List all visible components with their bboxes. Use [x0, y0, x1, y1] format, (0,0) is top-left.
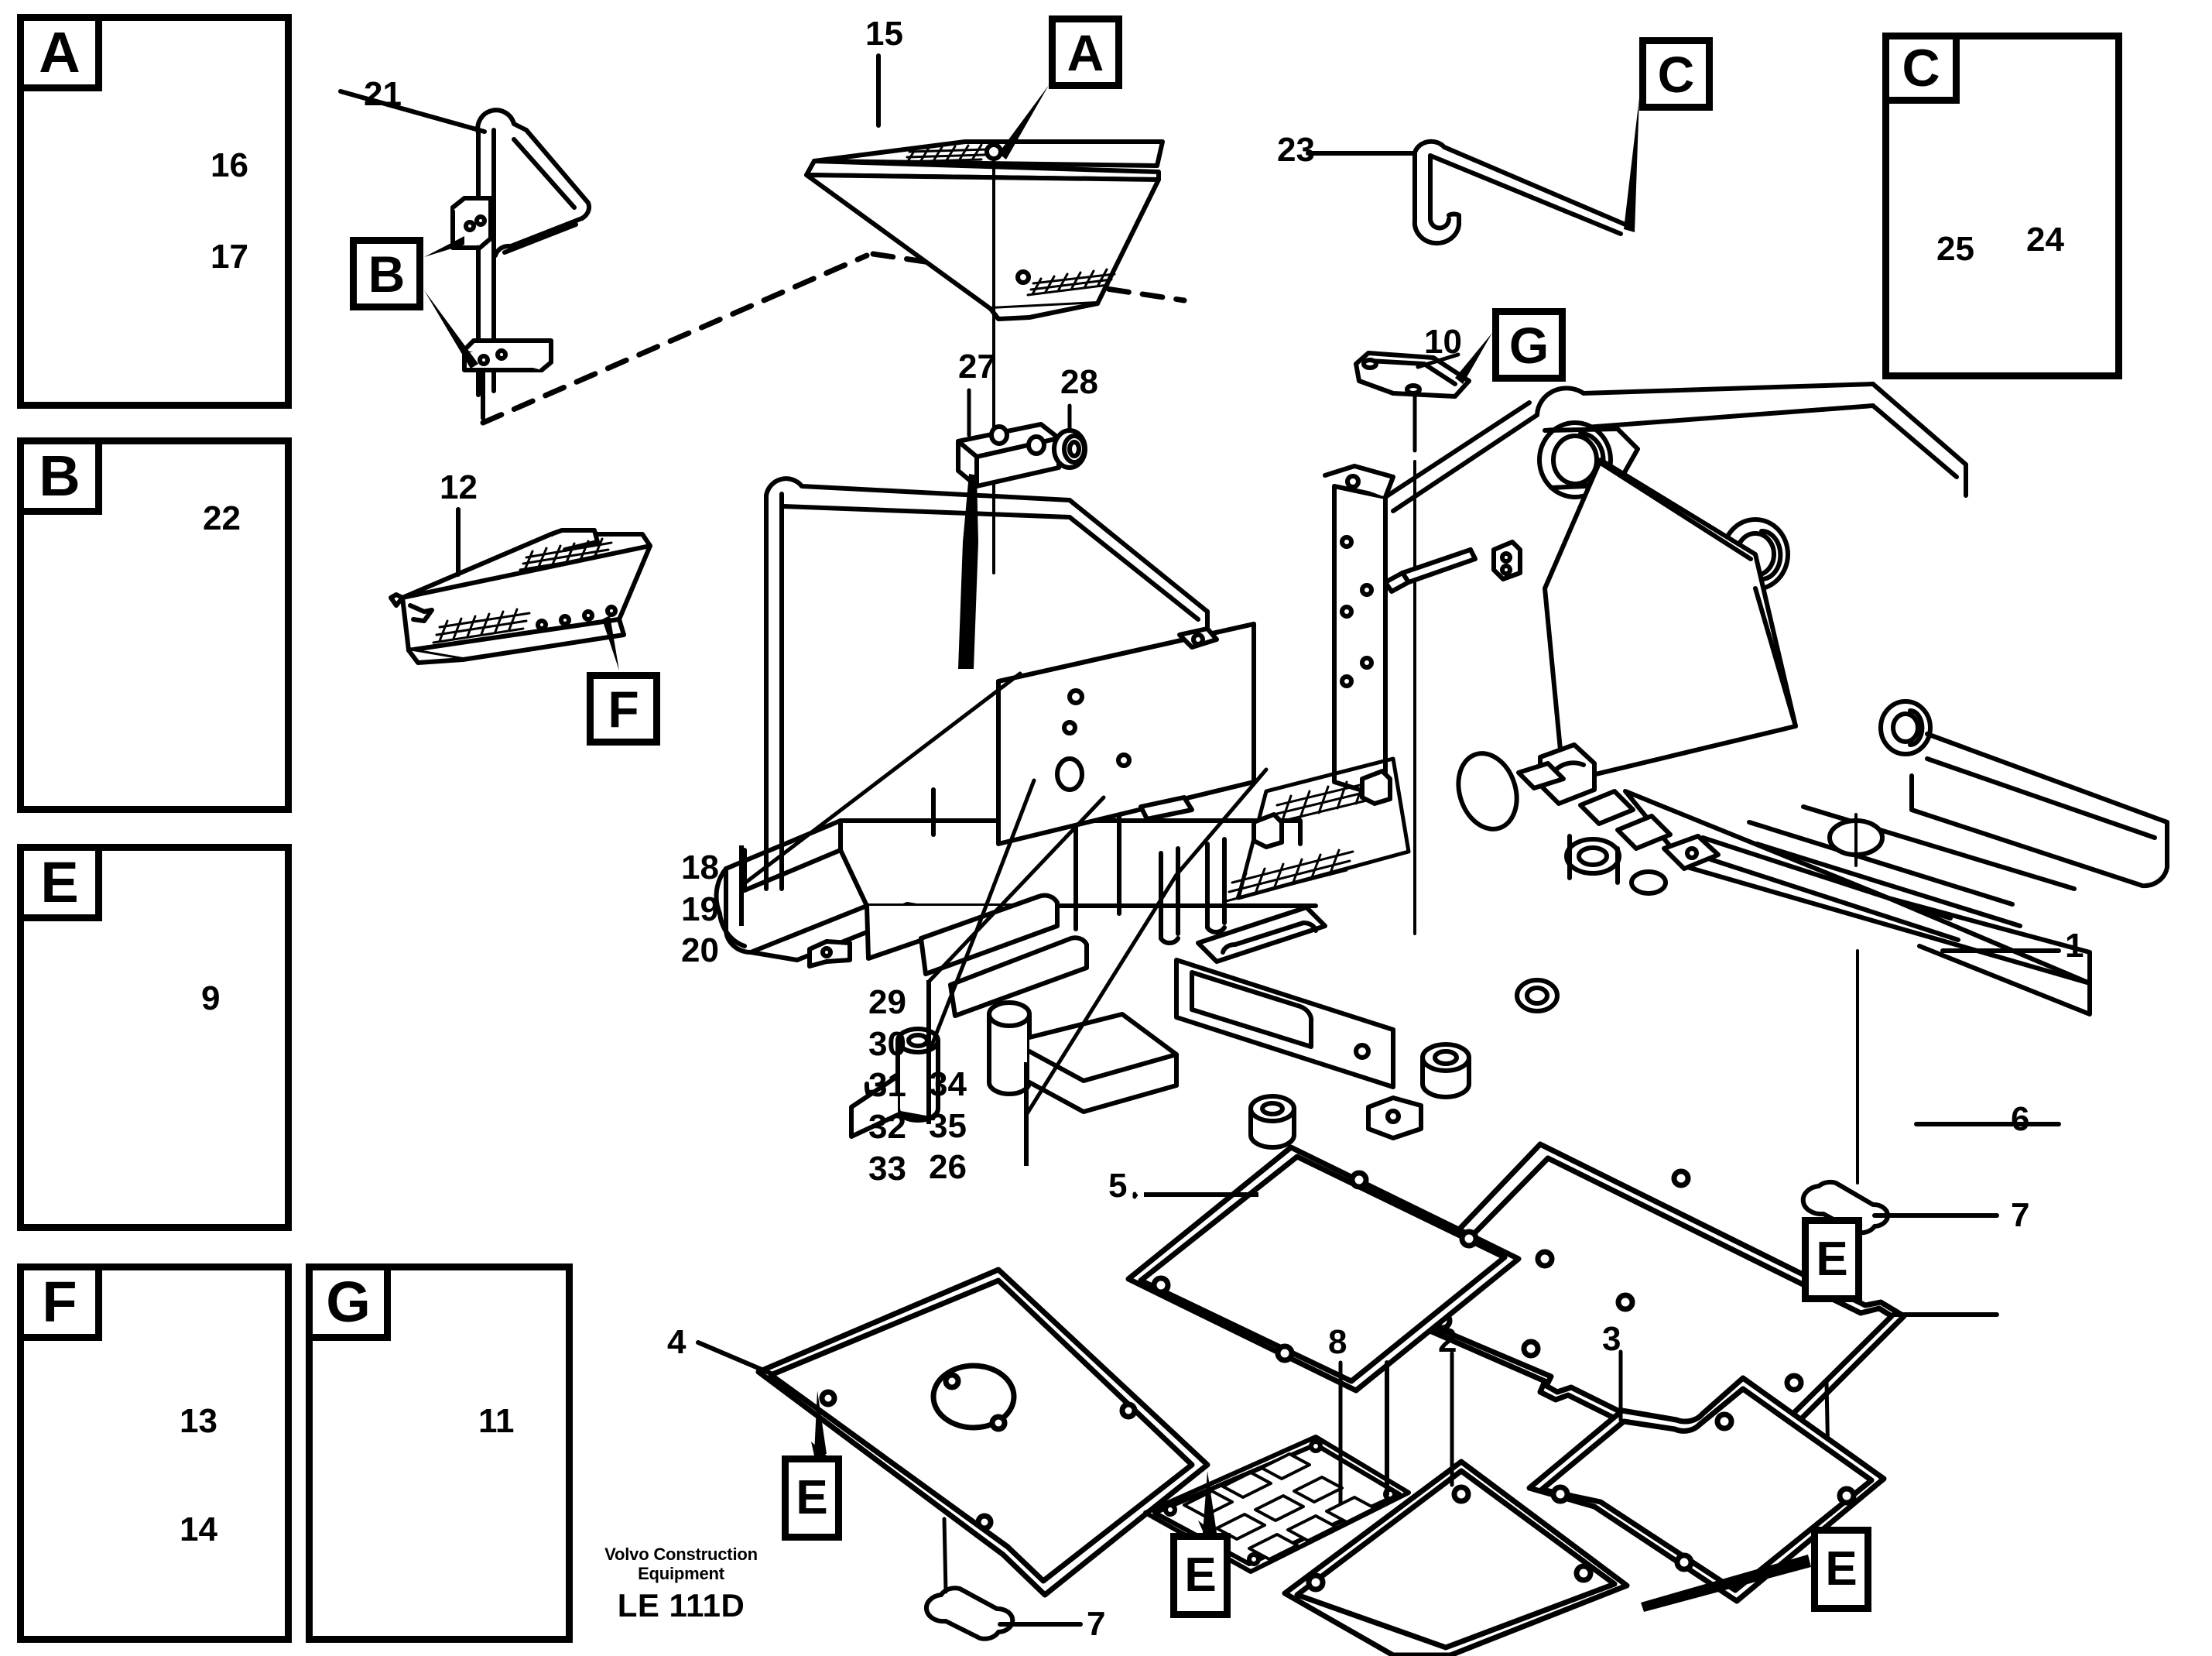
grating-step-12 — [389, 507, 652, 665]
handrail-21 — [338, 89, 592, 420]
part-number-1: 1 — [2065, 927, 2084, 965]
stack-number-34: 34 — [929, 1065, 967, 1103]
leader-e-plates23 — [1641, 1555, 1811, 1612]
cover-plate-15 — [804, 53, 1165, 574]
callout-tag-e-plates23[interactable]: E — [1811, 1527, 1871, 1612]
stack-number-31: 31 — [868, 1066, 906, 1105]
number-stack-29-33: 29 30 31 32 33 — [868, 982, 906, 1189]
detail-panel-e[interactable]: E — [17, 844, 292, 1231]
part-number-7-left: 7 — [1087, 1605, 1106, 1643]
detail-panel-e-letter: E — [17, 844, 102, 921]
callout-leader-b-lower — [424, 290, 478, 369]
part-number-13: 13 — [180, 1402, 217, 1440]
part-number-6: 6 — [2011, 1100, 2030, 1138]
cover-plate-2 — [1282, 1351, 1630, 1656]
part-number-11: 11 — [478, 1402, 515, 1440]
cover-plate-5 — [1125, 1144, 1522, 1394]
stack-number-18: 18 — [681, 849, 719, 886]
part-number-7-right: 7 — [2011, 1196, 2030, 1234]
part-number-12: 12 — [440, 468, 478, 506]
floor-plate-4 — [696, 1267, 1210, 1598]
detail-panel-f[interactable]: F — [17, 1263, 292, 1643]
detail-panel-a-letter: A — [17, 14, 102, 91]
part-number-21: 21 — [364, 75, 402, 113]
detail-panel-f-letter: F — [17, 1263, 102, 1341]
part-number-17: 17 — [211, 238, 248, 276]
part-number-14: 14 — [180, 1510, 217, 1548]
stack-leader-lines — [739, 671, 1269, 1117]
simple-number-leaders — [1385, 948, 2061, 1497]
leader-e-plate4 — [814, 1390, 827, 1454]
part-number-10: 10 — [1424, 323, 1462, 361]
leader-5 — [1144, 1192, 1258, 1197]
part-number-24: 24 — [2026, 221, 2064, 259]
part-number-28: 28 — [1060, 363, 1098, 401]
callout-leader-b-upper — [424, 236, 464, 257]
callout-leader-f — [602, 615, 619, 670]
detail-panel-c-letter: C — [1882, 33, 1960, 104]
stack-number-19: 19 — [681, 890, 719, 928]
callout-tag-e-plate4[interactable]: E — [782, 1455, 842, 1541]
callout-tag-a[interactable]: A — [1049, 15, 1122, 89]
callout-leader-g — [1455, 333, 1492, 384]
part-number-22: 22 — [203, 499, 241, 537]
main-frame-1 — [714, 382, 2169, 1150]
rubber-block-27 — [956, 388, 1061, 489]
detail-panel-g-letter: G — [306, 1263, 391, 1341]
callout-tag-e-plate6[interactable]: E — [1802, 1217, 1862, 1302]
leader-27-to-frame — [958, 474, 978, 669]
stack-number-20: 20 — [681, 931, 719, 970]
plug-cap-left-7 — [923, 1517, 1083, 1641]
footer-logo-block: Volvo Construction Equipment LE 111D — [573, 1545, 789, 1623]
detail-panel-a[interactable]: A — [17, 14, 292, 409]
cover-plate-3 — [1526, 1349, 1887, 1604]
detail-panel-b[interactable]: B — [17, 437, 292, 813]
stack-number-26: 26 — [929, 1148, 967, 1187]
part-number-8: 8 — [1328, 1323, 1347, 1361]
leader-e-grating8 — [1203, 1471, 1217, 1533]
callout-tag-c[interactable]: C — [1639, 37, 1713, 111]
hook-rod-23 — [1306, 139, 1628, 246]
part-number-3: 3 — [1602, 1320, 1621, 1358]
stack-number-35: 35 — [929, 1106, 967, 1145]
part-number-15: 15 — [865, 15, 903, 53]
part-number-27: 27 — [958, 348, 996, 386]
number-stack-34-35-26: 34 35 26 — [929, 1064, 967, 1188]
detail-panel-b-letter: B — [17, 437, 102, 515]
stack-number-33: 33 — [868, 1149, 906, 1188]
part-number-25: 25 — [1936, 230, 1974, 268]
number-stack-18-19-20: 18 19 20 — [681, 847, 719, 972]
callout-tag-f[interactable]: F — [587, 672, 660, 746]
company-name-line2: Equipment — [638, 1563, 724, 1583]
plug-cap-right-7 — [1800, 949, 1999, 1236]
part-number-5: 5 — [1108, 1167, 1128, 1205]
detail-panel-g[interactable]: G — [306, 1263, 573, 1643]
hinge-bracket-10 — [1354, 351, 1471, 935]
part-number-9: 9 — [201, 979, 221, 1017]
stack-number-32: 32 — [868, 1108, 906, 1147]
detail-panel-c[interactable]: C — [1882, 33, 2122, 379]
part-number-16: 16 — [211, 146, 248, 184]
callout-leader-a — [998, 85, 1049, 159]
part-number-23: 23 — [1277, 131, 1315, 169]
document-code: LE 111D — [617, 1587, 745, 1624]
callout-tag-g[interactable]: G — [1492, 308, 1566, 382]
stack-number-30: 30 — [868, 1024, 906, 1063]
part-number-2: 2 — [1438, 1322, 1457, 1359]
stack-number-29: 29 — [868, 983, 906, 1021]
callout-leader-c-hook — [1624, 98, 1639, 232]
callout-tag-e-grating8[interactable]: E — [1170, 1533, 1231, 1618]
callout-tag-b[interactable]: B — [350, 237, 423, 310]
nut-28 — [1052, 403, 1087, 470]
company-name-line1: Volvo Construction — [604, 1545, 758, 1564]
part-number-4: 4 — [667, 1323, 687, 1361]
